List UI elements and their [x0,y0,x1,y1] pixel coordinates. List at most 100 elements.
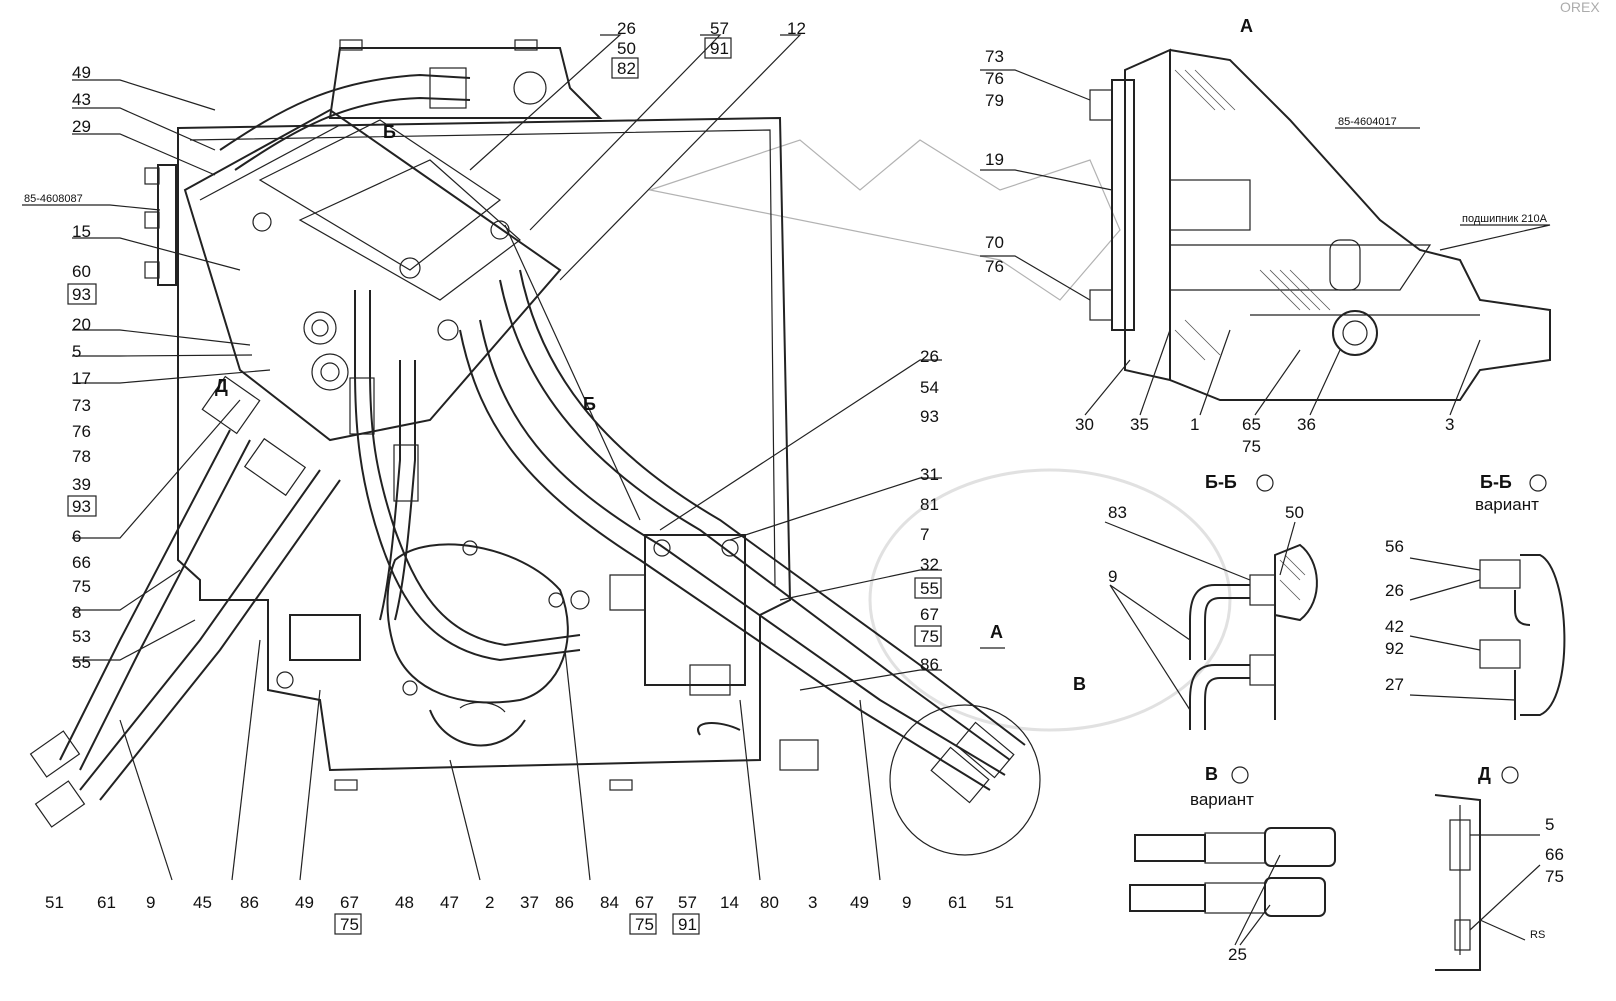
view-a-part-number: 85-4604017 [1338,116,1397,128]
view-bb-variant-title: Б-Б [1480,472,1512,492]
part-number-main: 85-4608087 [24,193,83,205]
label: 49 [850,893,869,912]
label: 9 [146,893,155,912]
label: 43 [72,90,91,109]
view-v: В вариант 25 [1129,764,1336,964]
label: 75 [635,915,654,934]
view-d-title: Д [1478,764,1491,784]
label: 93 [72,497,91,516]
main-assembly: Д Б Б А В [29,39,1086,856]
section-mark-a: А [990,622,1003,642]
label: 50 [1285,503,1304,522]
cut-mark-b-top: Б [383,122,396,142]
label: 49 [72,63,91,82]
label: 67 [920,605,939,624]
label: 51 [45,893,64,912]
label: 29 [72,117,91,136]
label: 91 [710,39,729,58]
label: 37 [520,893,539,912]
label: 17 [72,369,91,388]
label: 54 [920,378,939,397]
label: 80 [760,893,779,912]
label: 15 [72,222,91,241]
labels-main-left: 49 43 29 15 60 93 20 5 17 73 76 78 39 93… [24,63,97,672]
label: 75 [340,915,359,934]
view-bb-title: Б-Б [1205,472,1237,492]
view-v-title: В [1205,764,1218,784]
label: 49 [295,893,314,912]
label: 92 [1385,639,1404,658]
label: 60 [72,262,91,281]
labels-right-main: 26 54 93 31 81 7 32 55 67 75 86 [914,347,942,674]
label: 61 [948,893,967,912]
label: 93 [72,285,91,304]
view-d-note: RS [1530,929,1545,941]
label: 65 [1242,415,1261,434]
label: 36 [1297,415,1316,434]
label: 39 [72,475,91,494]
label: 76 [72,422,91,441]
label: 25 [1228,945,1247,964]
label: 73 [72,396,91,415]
label: 57 [678,893,697,912]
label: 75 [1545,867,1564,886]
watermark-text: OREX [1560,0,1600,15]
label: 86 [920,655,939,674]
label: 2 [485,893,494,912]
view-v-caption: вариант [1190,790,1254,809]
label: 66 [1545,845,1564,864]
label: 55 [72,653,91,672]
view-bb-variant-caption: вариант [1475,495,1539,514]
label: 67 [340,893,359,912]
label: 3 [1445,415,1454,434]
view-d: Д 5 66 75 RS [1434,764,1564,971]
label: 75 [72,577,91,596]
label: 66 [72,553,91,572]
label: 1 [1190,415,1199,434]
label: 47 [440,893,459,912]
label: 53 [72,627,91,646]
label: 9 [1108,567,1117,586]
label: 67 [635,893,654,912]
label: 91 [678,915,697,934]
label: 86 [240,893,259,912]
cut-mark-b-bottom: Б [583,394,596,414]
labels-bottom: 51 61 9 45 86 49 67 75 48 47 2 37 86 84 … [45,893,1014,935]
label: 14 [720,893,739,912]
label: 73 [985,47,1004,66]
label: 35 [1130,415,1149,434]
leader-lines [22,34,942,881]
label: 82 [617,59,636,78]
label: 75 [920,627,939,646]
label: 31 [920,465,939,484]
section-mark-v: В [1073,674,1086,694]
label: 6 [72,527,81,546]
label: 57 [710,19,729,38]
label: 5 [1545,815,1554,834]
label: 26 [617,19,636,38]
label: 7 [920,525,929,544]
label: 61 [97,893,116,912]
view-a-bearing-note: подшипник 210А [1462,213,1548,225]
label: 78 [72,447,91,466]
label: 51 [995,893,1014,912]
section-mark-d: Д [215,376,228,396]
label: 83 [1108,503,1127,522]
label: 76 [985,257,1004,276]
label: 86 [555,893,574,912]
label: 93 [920,407,939,426]
label: 70 [985,233,1004,252]
label: 79 [985,91,1004,110]
label: 42 [1385,617,1404,636]
view-a: А 85-4604017 подшипник 210А 73 76 79 19 … [980,16,1551,456]
label: 12 [787,19,806,38]
label: 45 [193,893,212,912]
label: 76 [985,69,1004,88]
label: 27 [1385,675,1404,694]
label: 55 [920,579,939,598]
label: 26 [1385,581,1404,600]
label: 19 [985,150,1004,169]
label: 75 [1242,437,1261,456]
label: 20 [72,315,91,334]
